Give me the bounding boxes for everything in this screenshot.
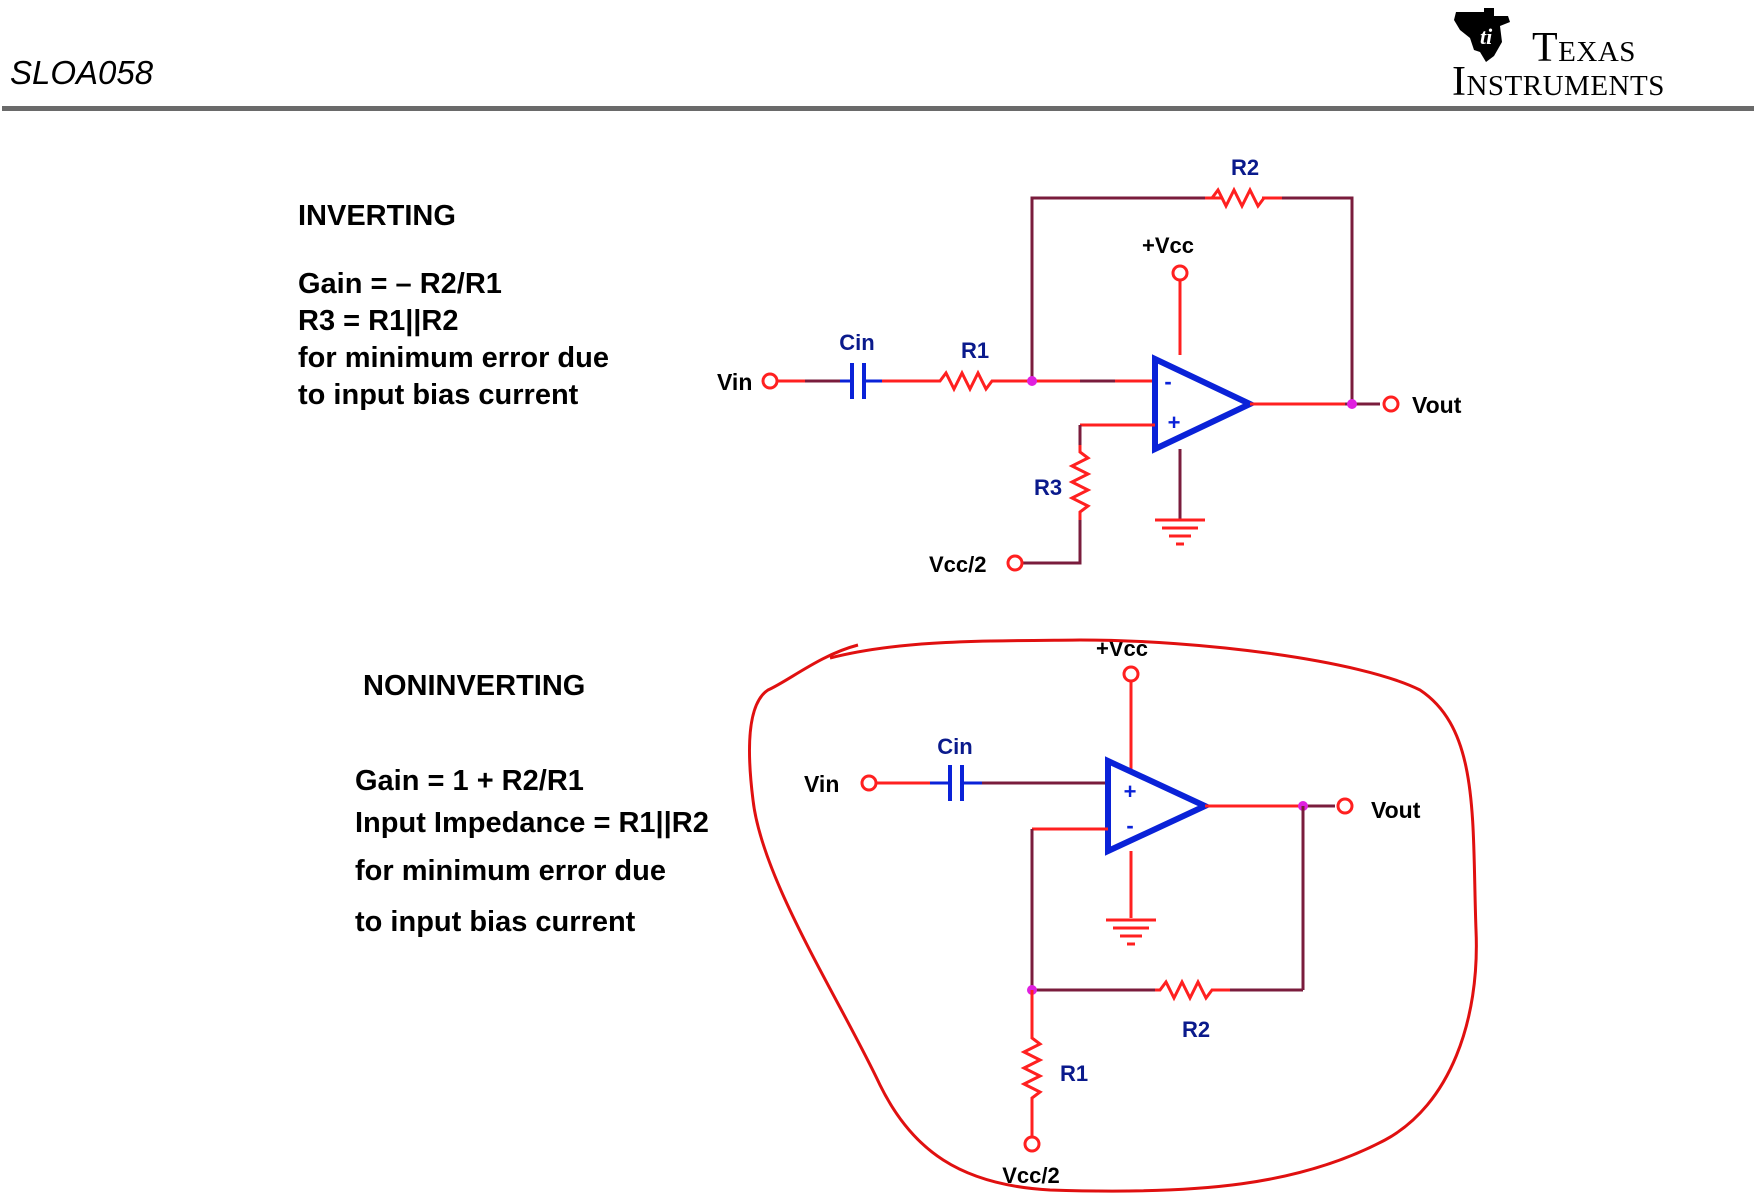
- ti-logo-icon: ti: [1454, 8, 1510, 62]
- logo-text-instruments: Instruments: [1452, 59, 1665, 105]
- inverting-note-line1: for minimum error due: [298, 342, 609, 374]
- inverting-circuit: R2 +Vcc Vin Cin R1 - + Vout: [717, 155, 1462, 577]
- inverting-vout-label: Vout: [1412, 392, 1462, 418]
- inverting-opamp: [1152, 354, 1258, 454]
- noninverting-note-line2: to input bias current: [355, 906, 636, 938]
- inverting-r1-label: R1: [961, 338, 989, 363]
- document-id: SLOA058: [10, 54, 154, 91]
- inverting-vcc-half-terminal: [1006, 554, 1024, 572]
- noninverting-vcc-half-terminal: [1023, 1135, 1041, 1153]
- noninverting-circuit: +Vcc Vin Cin + - Vout R2: [804, 636, 1421, 1188]
- noninverting-opamp-plus: +: [1124, 779, 1137, 804]
- hand-drawn-circle-annotation: [748, 638, 1478, 1193]
- inverting-vcc-terminal: [1171, 264, 1189, 282]
- inverting-input-junction: [1027, 376, 1037, 386]
- inverting-vin-label: Vin: [717, 369, 752, 395]
- inverting-r3-label: R3: [1034, 475, 1062, 500]
- noninverting-ground-symbol: [1106, 918, 1156, 946]
- ti-logo: ti Texas Instruments: [1450, 6, 1750, 105]
- noninverting-r1-resistor: [1020, 1032, 1044, 1104]
- inverting-r1-resistor: [935, 369, 1000, 393]
- inverting-vcc-half-label: Vcc/2: [929, 552, 987, 577]
- noninverting-vcc-terminal: [1122, 665, 1140, 683]
- inverting-r2-label: R2: [1231, 155, 1259, 180]
- noninverting-opamp: [1105, 756, 1213, 856]
- noninverting-r2-label: R2: [1182, 1017, 1210, 1042]
- inverting-feedback-path: [1030, 196, 1354, 404]
- inverting-cin-capacitor: [840, 363, 882, 399]
- noninverting-heading: NONINVERTING: [363, 670, 586, 702]
- inverting-opamp-plus: +: [1168, 410, 1181, 435]
- inverting-heading: INVERTING: [298, 200, 456, 232]
- inverting-ground-symbol: [1155, 518, 1205, 546]
- noninverting-cin-capacitor: [930, 765, 982, 801]
- noninverting-opamp-minus: -: [1126, 813, 1133, 838]
- inverting-r3-line: R3 = R1||R2: [298, 305, 459, 337]
- inverting-note-line2: to input bias current: [298, 379, 579, 411]
- noninverting-gain-line: Gain = 1 + R2/R1: [355, 765, 584, 797]
- inverting-gain-line: Gain = – R2/R1: [298, 268, 502, 300]
- inverting-cin-label: Cin: [839, 330, 874, 355]
- logo-text-texas: Texas: [1532, 25, 1636, 71]
- inverting-opamp-minus: -: [1164, 369, 1171, 394]
- noninverting-vcc-half-label: Vcc/2: [1002, 1163, 1060, 1188]
- noninverting-vout-label: Vout: [1371, 797, 1421, 823]
- inverting-output-junction: [1347, 399, 1357, 409]
- noninverting-cin-label: Cin: [937, 734, 972, 759]
- noninverting-impedance-line: Input Impedance = R1||R2: [355, 807, 709, 839]
- noninverting-r2-resistor: [1155, 978, 1230, 1002]
- inverting-vin-terminal: [761, 372, 779, 390]
- noninverting-note-line1: for minimum error due: [355, 855, 666, 887]
- inverting-r2-resistor: [1205, 186, 1282, 210]
- inverting-vcc-label: +Vcc: [1142, 233, 1194, 258]
- svg-text:ti: ti: [1480, 24, 1493, 49]
- inverting-r3-resistor: [1068, 445, 1092, 520]
- noninverting-r1-label: R1: [1060, 1061, 1088, 1086]
- noninverting-vout-terminal: [1336, 797, 1354, 815]
- header-divider: [2, 106, 1754, 111]
- noninverting-vin-label: Vin: [804, 771, 839, 797]
- noninverting-vin-terminal: [860, 774, 878, 792]
- inverting-vout-terminal: [1382, 395, 1400, 413]
